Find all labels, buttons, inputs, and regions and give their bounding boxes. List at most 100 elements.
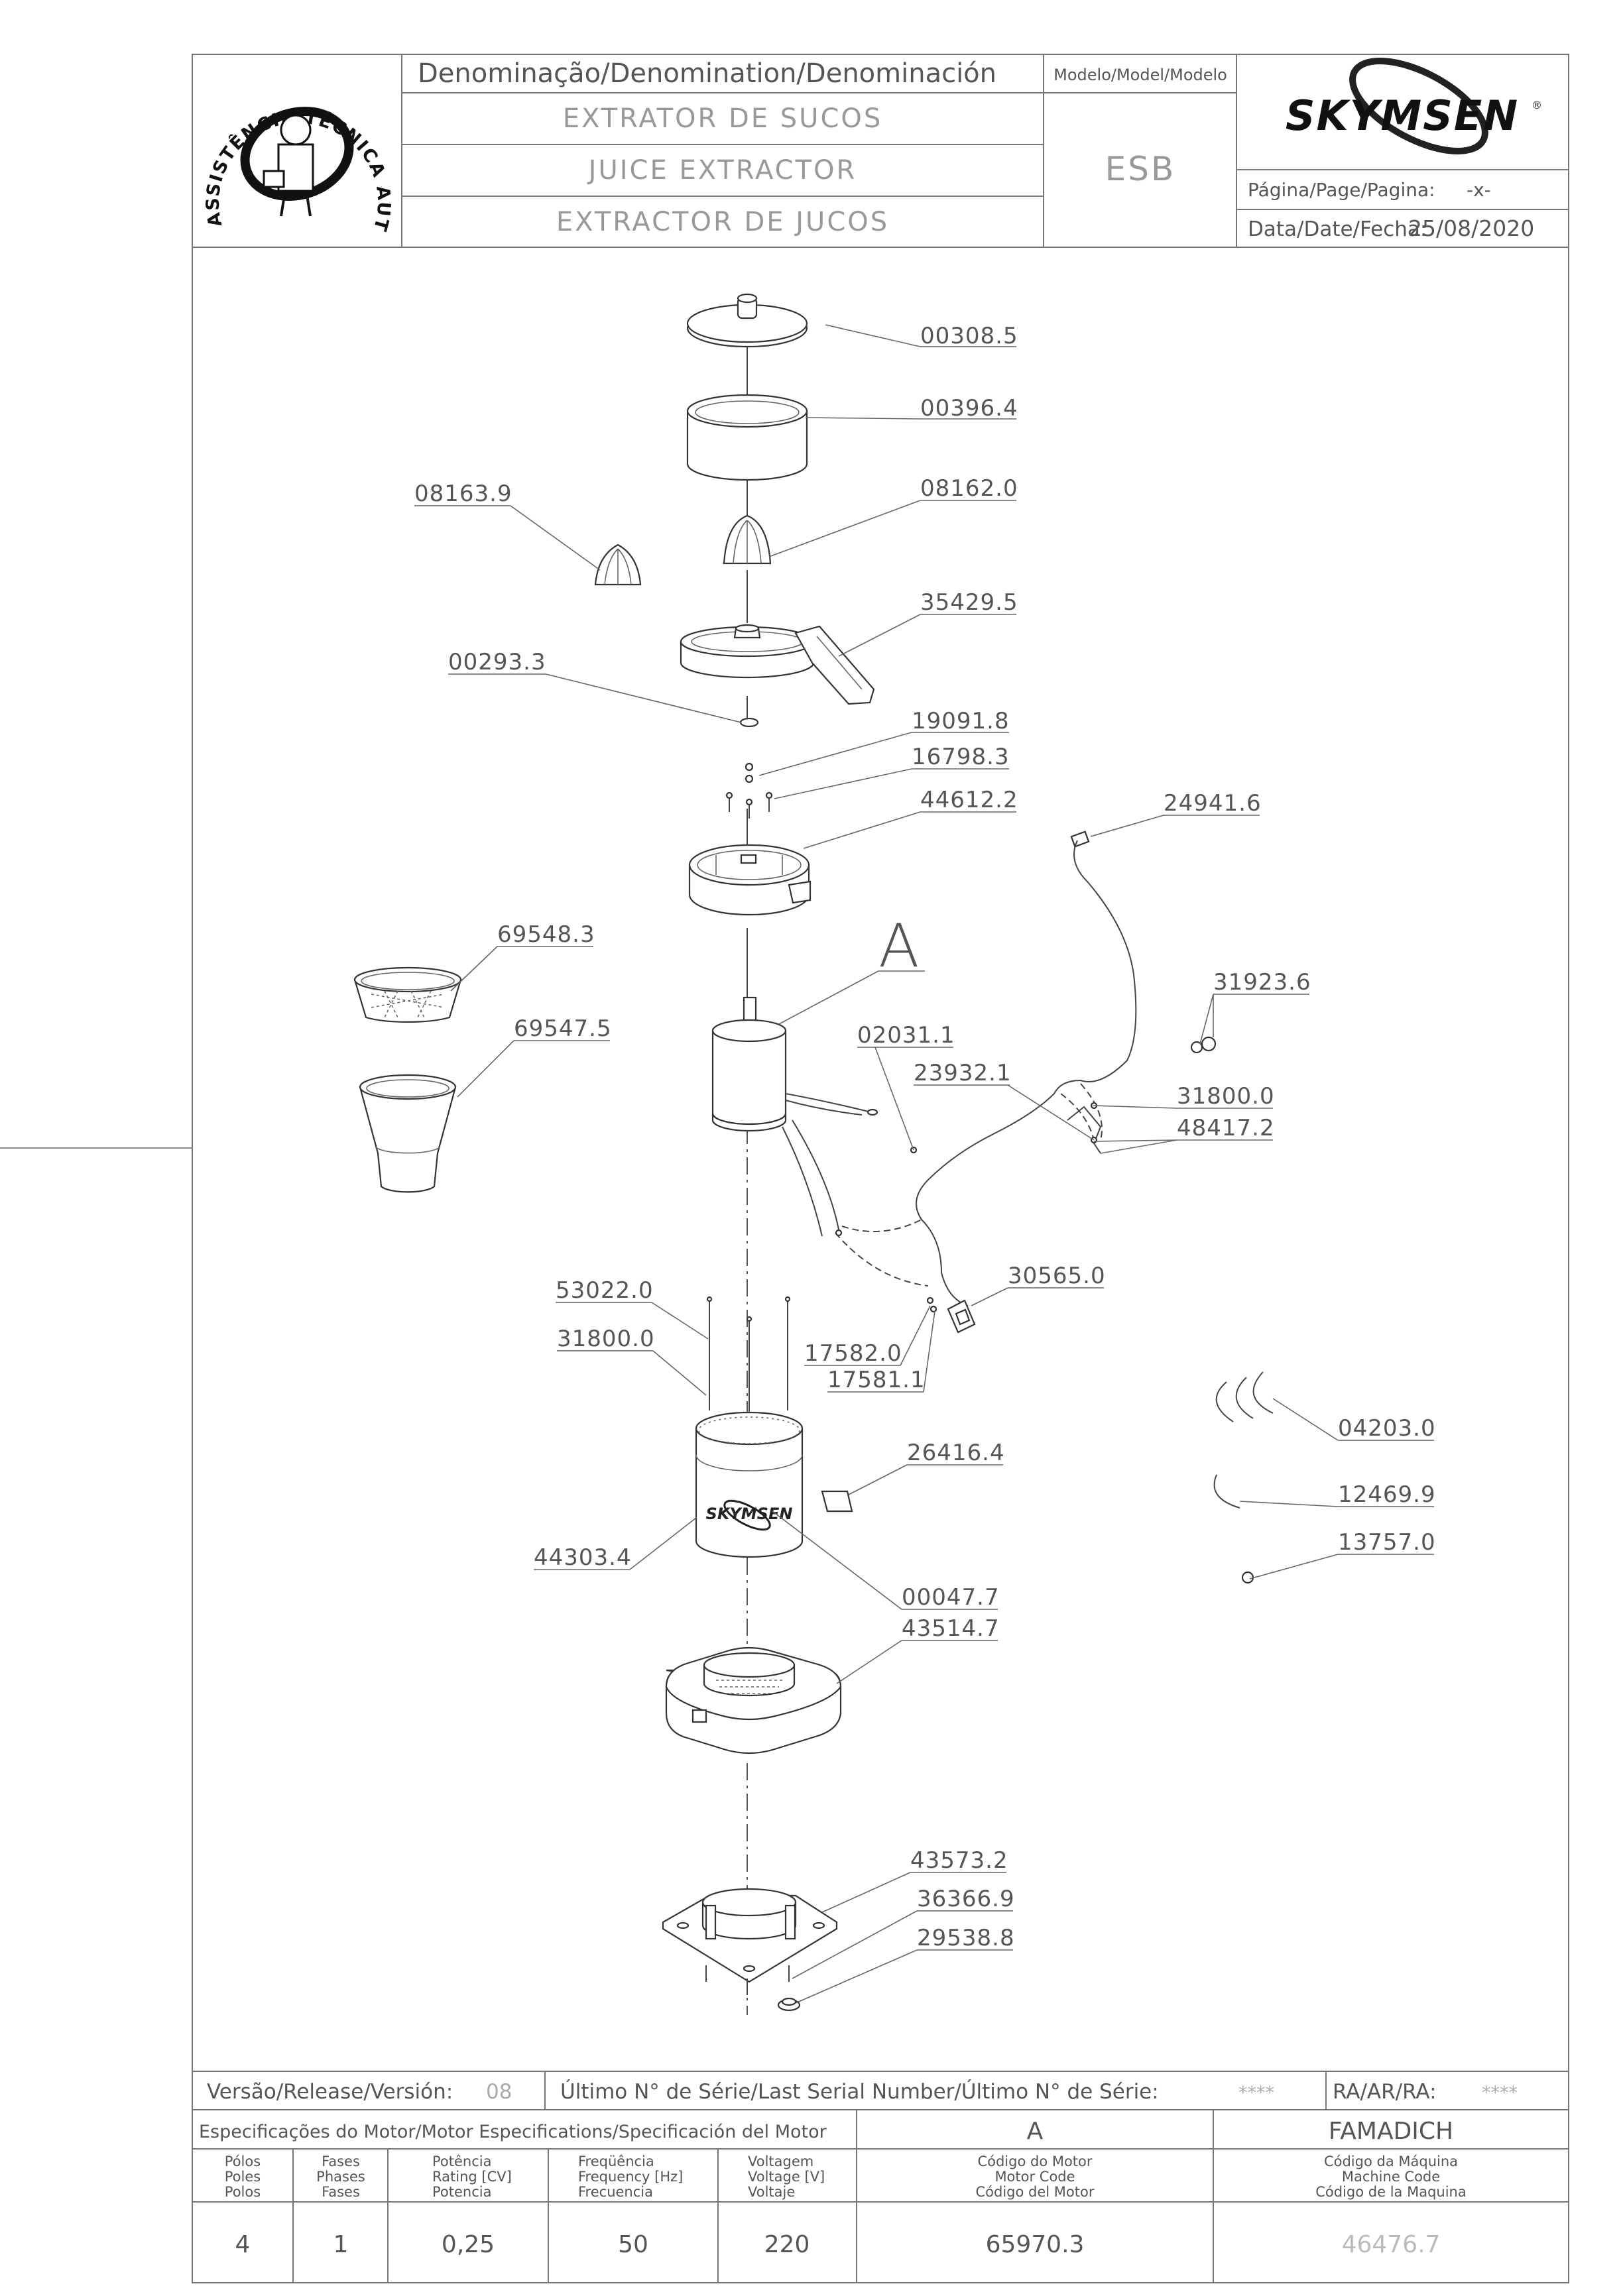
machine-code-header-en: Machine Code xyxy=(1342,2169,1440,2185)
label-tag xyxy=(821,1490,853,1513)
title-block: Denominação/Denomination/Denominación Mo… xyxy=(0,0,1569,248)
part-label: 17582.0 xyxy=(804,1340,902,1367)
part-label: 13757.0 xyxy=(1338,1529,1436,1556)
bowl xyxy=(688,844,812,916)
machine-code-header-pt: Código da Máquina xyxy=(1324,2153,1458,2169)
svg-text:®: ® xyxy=(1532,99,1542,111)
strainer-tray xyxy=(680,624,875,705)
part-label: 44612.2 xyxy=(920,787,1018,813)
part-label: 44303.4 xyxy=(534,1544,632,1571)
service-seal: ASSISTÊNCIA TÉCNICA AUTORIZADA xyxy=(0,0,392,235)
lid xyxy=(686,293,808,348)
part-label: 26416.4 xyxy=(907,1440,1005,1466)
housing-logo: SKYMSEN xyxy=(706,1505,793,1523)
poles-header-en: Poles xyxy=(225,2169,261,2185)
part-label: 23932.1 xyxy=(914,1060,1012,1086)
spring-clips xyxy=(1215,1371,1274,1422)
denomination-label: Denominação/Denomination/Denominación xyxy=(418,58,996,89)
part-label: 00308.5 xyxy=(920,323,1018,349)
part-label: 43514.7 xyxy=(902,1615,1000,1642)
screws xyxy=(725,791,773,819)
motor-code-header-pt: Código do Motor xyxy=(977,2153,1092,2169)
rating-header-es: Potencia xyxy=(432,2184,491,2200)
feet xyxy=(705,1965,801,2012)
part-label: 69548.3 xyxy=(497,921,595,948)
phases-header-en: Phases xyxy=(316,2169,365,2185)
rating-value: 0,25 xyxy=(442,2231,495,2258)
motor-spec-label: Especificações do Motor/Motor Especifica… xyxy=(199,2122,827,2142)
part-label: 36366.9 xyxy=(917,1886,1015,1912)
voltage-header-es: Voltaje xyxy=(748,2184,795,2200)
part-label: 24941.6 xyxy=(1164,790,1262,817)
motor-code-value: 65970.3 xyxy=(986,2231,1085,2258)
part-label: 35429.5 xyxy=(920,589,1018,616)
rating-header-en: Rating [CV] xyxy=(432,2169,512,2185)
product-name-en: JUICE EXTRACTOR xyxy=(587,155,857,186)
product-name-pt: EXTRATOR DE SUCOS xyxy=(563,103,883,134)
part-label: 08162.0 xyxy=(920,475,1018,502)
part-callouts: 00308.5 00396.4 08163.9 08162.0 35429.5 … xyxy=(414,323,1436,2004)
housing: SKYMSEN xyxy=(695,1411,804,1558)
studs xyxy=(706,1296,791,1418)
nut xyxy=(745,762,754,772)
part-label: 00293.3 xyxy=(448,649,546,675)
collector-ring xyxy=(686,394,808,481)
motor-code-header-es: Código del Motor xyxy=(976,2184,1095,2200)
small-reamer xyxy=(594,544,642,586)
serial-label: Último N° de Série/Last Serial Number/Úl… xyxy=(560,2079,1159,2104)
brand-logo: SKYMSEN ® xyxy=(1286,58,1542,154)
part-label: 48417.2 xyxy=(1177,1115,1275,1141)
frequency-header-pt: Freqüência xyxy=(578,2153,654,2169)
power-cord xyxy=(835,831,1137,1306)
drawing-frame xyxy=(192,54,1569,2283)
terminals xyxy=(835,1102,1102,1237)
manufacturer: FAMADICH xyxy=(1329,2118,1453,2145)
washer xyxy=(739,717,759,728)
switch xyxy=(926,1296,976,1334)
pulp-cup xyxy=(359,1074,457,1193)
brand-logo-text: SKYMSEN xyxy=(1286,91,1519,140)
exploded-view: A xyxy=(353,293,1436,2015)
part-label: 12469.9 xyxy=(1338,1481,1436,1508)
voltage-header-pt: Voltagem xyxy=(748,2153,813,2169)
date-value: 25/08/2020 xyxy=(1408,215,1534,241)
page-label: Página/Page/Pagina: xyxy=(1248,179,1435,201)
small-screw xyxy=(1241,1571,1254,1584)
bottom-plate xyxy=(662,1888,838,1983)
part-label: 16798.3 xyxy=(912,744,1010,770)
voltage-header-en: Voltage [V] xyxy=(748,2169,825,2185)
date-label: Data/Date/Fecha: xyxy=(1248,217,1427,241)
part-label: 69547.5 xyxy=(514,1015,612,1042)
part-label: 53022.0 xyxy=(556,1277,654,1304)
motor-letter: A xyxy=(1027,2118,1044,2145)
toolbox-icon xyxy=(263,170,285,188)
part-label: 04203.0 xyxy=(1338,1415,1436,1442)
motor xyxy=(711,996,878,1237)
phases-value: 1 xyxy=(333,2231,349,2258)
section-letter: A xyxy=(878,911,920,981)
poles-header-es: Polos xyxy=(225,2184,261,2200)
part-label: 29538.8 xyxy=(917,1925,1015,1951)
ra-label: RA/AR/RA: xyxy=(1333,2080,1437,2104)
voltage-value: 220 xyxy=(764,2231,810,2258)
filter-basket xyxy=(353,966,462,1023)
frequency-header-en: Frequency [Hz] xyxy=(578,2169,683,2185)
part-label: 31923.6 xyxy=(1213,969,1311,996)
poles-header-pt: Pólos xyxy=(225,2153,261,2169)
serial-value: **** xyxy=(1238,2083,1274,2103)
part-label: 43573.2 xyxy=(910,1847,1008,1874)
poles-value: 4 xyxy=(235,2231,251,2258)
specification-block: Versão/Release/Versión: 08 Último N° de … xyxy=(192,2071,1569,2283)
part-label: 00047.7 xyxy=(902,1584,1000,1611)
part-label: 30565.0 xyxy=(1008,1263,1106,1289)
product-name-es: EXTRACTOR DE JUCOS xyxy=(556,207,889,237)
machine-code-value: 46476.7 xyxy=(1342,2231,1441,2258)
phases-header-es: Fases xyxy=(322,2184,360,2200)
version-value: 08 xyxy=(486,2080,512,2104)
machine-code-header-es: Código de la Maquina xyxy=(1315,2184,1466,2200)
rating-header-pt: Potência xyxy=(432,2153,491,2169)
base xyxy=(665,1646,842,1754)
cable-glands xyxy=(1190,1036,1217,1054)
technician-head-icon xyxy=(280,114,312,146)
